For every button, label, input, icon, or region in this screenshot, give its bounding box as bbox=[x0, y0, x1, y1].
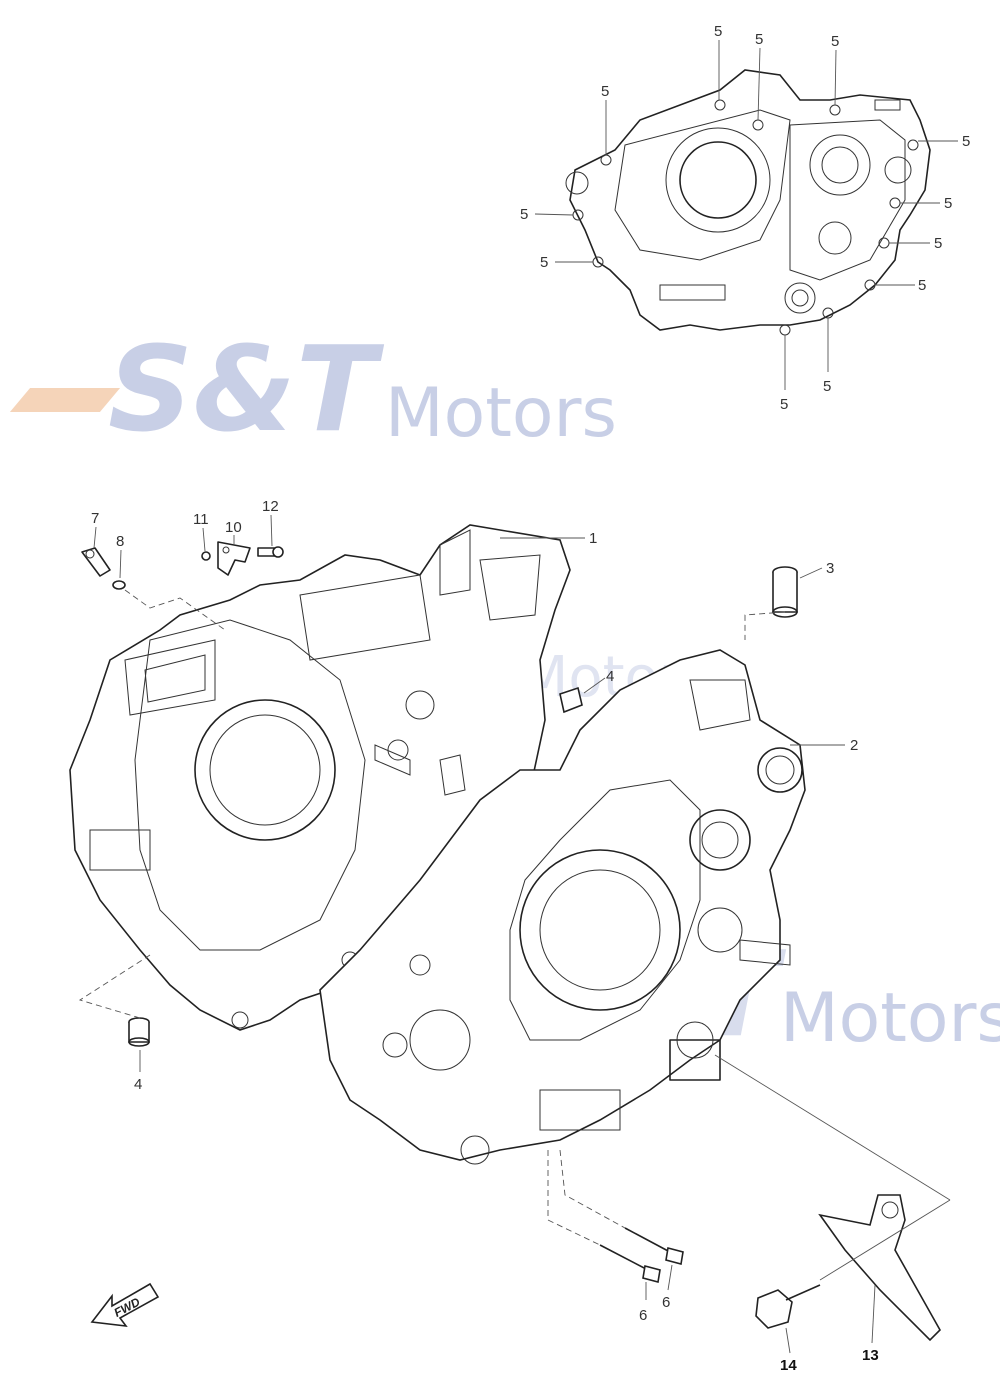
callout-7: 7 bbox=[91, 510, 99, 527]
callout-10: 10 bbox=[225, 519, 242, 536]
part-4-dowel-upper bbox=[559, 686, 583, 714]
callout-14: 14 bbox=[780, 1357, 797, 1374]
part-11-clip bbox=[201, 551, 211, 561]
bolt-callouts: 5 5 5 5 5 5 5 5 5 5 5 5 bbox=[520, 23, 970, 413]
callout-5: 5 bbox=[962, 133, 970, 150]
callout-1: 1 bbox=[589, 530, 597, 547]
part-13-bracket-plate bbox=[818, 1194, 941, 1342]
bolt-leaders bbox=[534, 40, 958, 390]
callout-5: 5 bbox=[831, 33, 839, 50]
callout-5: 5 bbox=[823, 378, 831, 395]
part-3-dowel-pin bbox=[772, 566, 798, 618]
part-12-bolt bbox=[257, 546, 284, 558]
callout-3: 3 bbox=[826, 560, 834, 577]
callout-5: 5 bbox=[714, 23, 722, 40]
watermark-brand-mark: S&T bbox=[108, 320, 377, 458]
part-4-dowel-lower bbox=[128, 1017, 150, 1047]
part-8-o-ring bbox=[112, 580, 126, 590]
main-callouts: 1 2 3 4 4 7 8 10 11 12 6 6 13 14 bbox=[91, 498, 879, 1374]
callout-5: 5 bbox=[540, 254, 548, 271]
callout-5: 5 bbox=[944, 195, 952, 212]
callout-5: 5 bbox=[520, 206, 528, 223]
part-14-flange-bolt bbox=[755, 1284, 821, 1329]
callout-8: 8 bbox=[116, 533, 124, 550]
callout-5: 5 bbox=[601, 83, 609, 100]
fwd-arrow-icon: FWD bbox=[90, 1282, 160, 1328]
crankcase-half-inner-view bbox=[565, 69, 931, 336]
main-leaders bbox=[78, 514, 951, 1354]
callout-5: 5 bbox=[780, 396, 788, 413]
callout-5: 5 bbox=[918, 277, 926, 294]
watermark-bottom-brand-name: Motors bbox=[780, 979, 1000, 1058]
part-6-bolt-b bbox=[624, 1227, 684, 1265]
callout-6-left: 6 bbox=[639, 1307, 647, 1324]
part-10-bracket bbox=[217, 541, 251, 576]
callout-4-lower: 4 bbox=[134, 1076, 142, 1093]
callout-5: 5 bbox=[934, 235, 942, 252]
callout-5: 5 bbox=[755, 31, 763, 48]
watermark-brand-name: Motors bbox=[385, 374, 617, 453]
callout-12: 12 bbox=[262, 498, 279, 515]
callout-11: 11 bbox=[193, 511, 209, 528]
callout-2: 2 bbox=[850, 737, 858, 754]
part-6-bolt-a bbox=[599, 1244, 661, 1283]
callout-6-right: 6 bbox=[662, 1294, 670, 1311]
part-7-sensor bbox=[81, 547, 111, 577]
crankcase-right-half bbox=[319, 649, 806, 1165]
callout-4-upper: 4 bbox=[606, 668, 614, 685]
callout-13: 13 bbox=[862, 1347, 879, 1364]
